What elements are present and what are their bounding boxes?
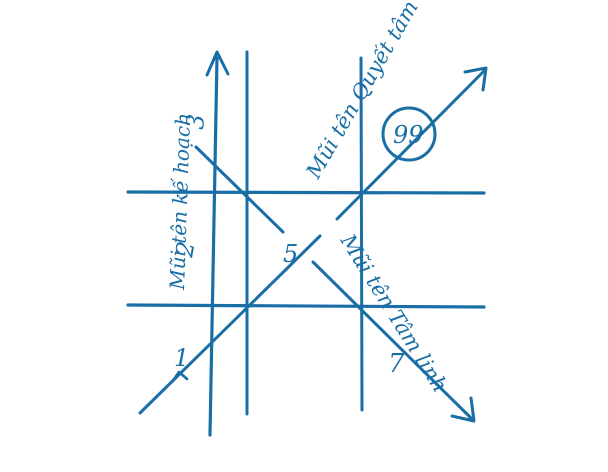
- number-7: 7: [388, 349, 405, 379]
- bottom-left-arrowhead: [170, 370, 189, 384]
- quyet-tam-arrow-line-upper: [335, 68, 487, 221]
- quyet-tam-arrow-line: [138, 234, 322, 415]
- number-3: 3: [181, 113, 210, 131]
- number-2: 2: [170, 239, 200, 260]
- vertical-line-3: [359, 56, 364, 412]
- number-99: 99: [393, 121, 424, 149]
- circle-99: [381, 106, 437, 162]
- quyet-tam-arrowhead: [463, 66, 488, 92]
- vertical-arrow-line: [208, 56, 219, 437]
- label-ke-hoach: Mũi tên kế hoạch: [165, 113, 195, 292]
- tam-linh-arrow-lower: [311, 260, 475, 422]
- tam-linh-arrow-upper: [194, 145, 285, 234]
- number-1: 1: [174, 344, 189, 372]
- vertical-arrowhead: [205, 50, 230, 77]
- number-5: 5: [283, 240, 298, 268]
- tam-linh-arrowhead: [450, 396, 476, 423]
- horizontal-line-bottom: [126, 303, 486, 309]
- horizontal-line-top: [126, 190, 486, 195]
